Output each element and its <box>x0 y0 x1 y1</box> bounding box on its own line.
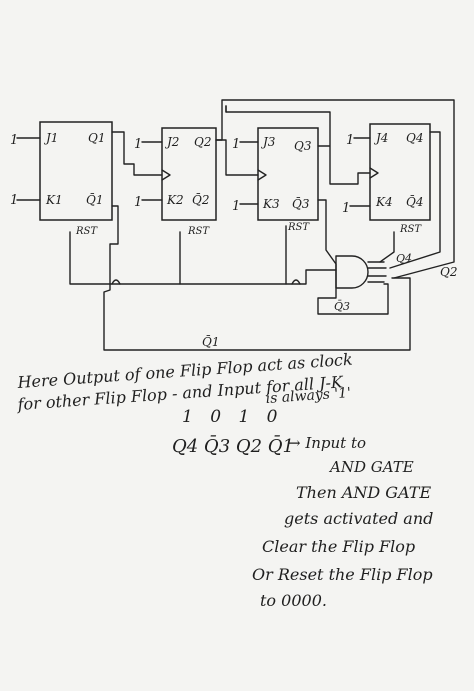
note-then-4: Or Reset the Flip Flop <box>252 565 433 584</box>
note-then-5: to 0000. <box>260 591 327 610</box>
ff3-k-label: K3 <box>262 197 280 211</box>
ff3-q-label: Q3 <box>294 139 312 153</box>
clock-wire-1-2 <box>111 131 163 176</box>
ff2-j-input: 1 <box>134 137 142 152</box>
q3bar-wire-label: Q̄3 <box>334 300 350 313</box>
ff3-qbar-label: Q̄3 <box>292 196 310 211</box>
note-line-3: is always '1' <box>265 385 351 407</box>
ff1-j-label: J1 <box>43 131 58 145</box>
ff2-q-label: Q2 <box>194 135 211 149</box>
ff4-k-label: K4 <box>375 195 393 209</box>
and-gate <box>335 255 369 289</box>
flip-flop-3: J3 Q3 K3 Q̄3 RST <box>257 127 319 233</box>
ff3-k-input: 1 <box>232 199 240 214</box>
q2-wire-label: Q2 <box>440 265 457 279</box>
ff1-qbar-label: Q̄1 <box>86 192 103 207</box>
ff2-j-label: J2 <box>164 135 179 149</box>
q3bar-wire <box>317 199 389 315</box>
ff1-k-label: K1 <box>45 193 63 207</box>
ff2-k-label: K2 <box>166 193 184 207</box>
ff1-rst-label: RST <box>75 226 98 237</box>
note-arrow-text: → Input to <box>288 434 366 452</box>
ff4-q-label: Q4 <box>406 131 423 145</box>
ff4-j-label: J4 <box>373 131 388 145</box>
q1bar-wire-label: Q̄1 <box>202 334 219 349</box>
ff4-rst-label: RST <box>399 224 422 235</box>
ff3-j-input: 1 <box>232 137 240 152</box>
note-bits: 1 0 1 0 <box>182 407 283 427</box>
flip-flop-1: J1 Q1 K1 Q̄1 RST <box>39 121 113 237</box>
note-inputs: Q4 Q̄3 Q2 Q̄1 <box>172 434 294 457</box>
ff1-k-input: 1 <box>10 193 18 208</box>
note-and-gate: AND GATE <box>328 458 414 476</box>
ff4-k-input: 1 <box>342 201 350 216</box>
ff3-rst-label: RST <box>287 222 310 233</box>
reset-bus <box>69 231 337 285</box>
ff4-j-input: 1 <box>346 133 354 148</box>
q4-wire-label: Q4 <box>396 252 412 265</box>
ff2-rst-label: RST <box>187 226 210 237</box>
note-then-3: Clear the Flip Flop <box>262 537 415 556</box>
ff1-j-input: 1 <box>10 133 18 148</box>
q4-wire <box>389 131 441 269</box>
ff3-j-label: J3 <box>260 135 276 149</box>
flip-flop-2: J2 Q2 K2 Q̄2 RST <box>161 127 217 237</box>
flip-flop-4: J4 Q4 K4 Q̄4 RST <box>369 123 431 235</box>
q2-wire <box>215 99 455 279</box>
note-then-2: gets activated and <box>284 509 433 528</box>
ff2-qbar-label: Q̄2 <box>192 192 209 207</box>
ff2-k-input: 1 <box>134 195 142 210</box>
ff1-q-label: Q1 <box>88 131 105 145</box>
ff4-qbar-label: Q̄4 <box>406 194 423 209</box>
note-then-1: Then AND GATE <box>296 483 431 502</box>
q1bar-wire <box>103 205 411 351</box>
